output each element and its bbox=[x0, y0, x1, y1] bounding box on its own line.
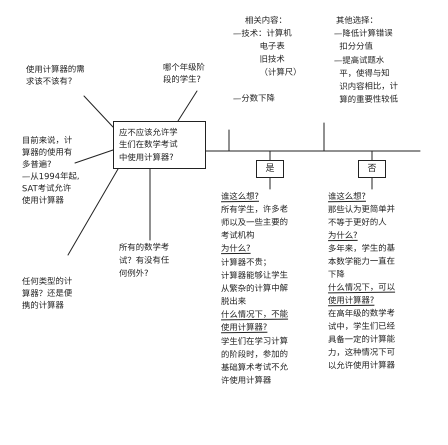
related-line: 旧技术 bbox=[232, 53, 285, 65]
center-question-box: 应不应该允许学 生们在数学考试 中使用计算器? bbox=[113, 121, 206, 169]
no-label: 否 bbox=[367, 164, 377, 174]
yes-box: 是 bbox=[256, 160, 284, 178]
branch-calc-type-line: 算器？还是便 bbox=[21, 287, 73, 299]
no-question: 什么情况下，可以 bbox=[327, 281, 396, 293]
other-line: —降低计算错误 bbox=[333, 27, 393, 39]
yes-question: 使用计算器? bbox=[220, 321, 268, 333]
branch-current-use-line: 多普遍? bbox=[21, 158, 52, 170]
yes-answer-line: 基础算术考试不允 bbox=[220, 361, 289, 373]
branch-current-use-line: 算器的使用有 bbox=[21, 146, 73, 158]
branch-all-exams-line: 何例外? bbox=[118, 267, 149, 279]
no-answer-line: 下降 bbox=[327, 268, 345, 280]
branch-current-use-line: SAT考试允许 bbox=[21, 182, 72, 194]
related-line: —技术：计算机 bbox=[232, 27, 292, 39]
no-answer-line: 试中，学生们已经 bbox=[327, 320, 396, 332]
yes-question: 谁这么想? bbox=[220, 190, 260, 202]
branch-calc-type-line: 任何类型的计 bbox=[21, 275, 73, 287]
branch-all-exams-line: 所有的数学考 bbox=[118, 241, 170, 253]
yes-answer-line: 许使用计算器 bbox=[220, 374, 272, 386]
no-answer-line: 力，这种情况下可 bbox=[327, 346, 396, 358]
related-line: —分数下降 bbox=[232, 92, 275, 104]
branch-need-line: 使用计算器的需 bbox=[25, 63, 85, 75]
no-answer-line: 本数学能力一直在 bbox=[327, 255, 396, 267]
other-line: —提高试题水 bbox=[333, 54, 385, 66]
yes-answer-line: 的阶段时，参加的 bbox=[220, 348, 289, 360]
no-question: 使用计算器? bbox=[327, 294, 375, 306]
other-line: 算的重要性较低 bbox=[333, 93, 399, 105]
related-title: 相关内容： bbox=[244, 14, 287, 26]
branch-which-grade-line: 段的学生? bbox=[162, 73, 202, 85]
branch-which-grade-line: 哪个年级阶 bbox=[162, 61, 205, 73]
other-line: 识内容相比，计 bbox=[333, 80, 399, 92]
connector-need bbox=[83, 95, 114, 128]
no-answer-line: 以允许使用计算器 bbox=[327, 359, 396, 371]
branch-calc-type-line: 携的计算器 bbox=[21, 299, 64, 311]
yes-answer-line: 所有学生，许多老 bbox=[220, 203, 289, 215]
yes-answer-line: 学生们在学习计算 bbox=[220, 335, 289, 347]
yes-label: 是 bbox=[265, 164, 275, 174]
branch-current-use-line: 目前来说，计 bbox=[21, 134, 73, 146]
related-line: （计算尺） bbox=[232, 66, 302, 78]
no-answer-line: 那些认为更简单并 bbox=[327, 203, 396, 215]
yes-answer-line: 师以及一些主要的 bbox=[220, 216, 289, 228]
yes-answer-line: 脱出来 bbox=[220, 295, 247, 307]
no-question: 为什么? bbox=[327, 229, 358, 241]
no-answer-line: 不等于更好的人 bbox=[327, 216, 387, 228]
branch-all-exams-line: 试？有没有任 bbox=[118, 254, 170, 266]
other-title: 其他选择： bbox=[335, 14, 378, 26]
connector-which-grade bbox=[177, 90, 198, 122]
yes-answer-line: 考试机构 bbox=[220, 229, 255, 241]
yes-answer-line: 计算器能够让学生 bbox=[220, 269, 289, 281]
branch-current-use-line: 使用计算器 bbox=[21, 194, 64, 206]
center-question-line: 中使用计算器? bbox=[118, 151, 174, 163]
connector-calc-type bbox=[67, 168, 119, 256]
no-answer-line: 多年来，学生的基 bbox=[327, 242, 396, 254]
no-box: 否 bbox=[358, 160, 386, 178]
connector-current-use bbox=[74, 149, 114, 164]
yes-answer-line: 计算器不贵； bbox=[220, 256, 272, 268]
no-answer-line: 具备一定的计算能 bbox=[327, 333, 396, 345]
center-question-line: 生们在数学考试 bbox=[118, 139, 178, 150]
yes-question: 为什么? bbox=[220, 242, 251, 254]
no-question: 谁这么想? bbox=[327, 190, 367, 202]
other-line: 扣分分值 bbox=[333, 40, 373, 52]
branch-need-line: 求该不该有? bbox=[25, 75, 73, 87]
other-line: 平，使得与知 bbox=[333, 67, 390, 79]
no-answer-line: 在高年级的数学考 bbox=[327, 307, 396, 319]
yes-answer-line: 从繁杂的计算中解 bbox=[220, 282, 289, 294]
related-line: 电子表 bbox=[232, 40, 285, 52]
yes-question: 什么情况下，不能 bbox=[220, 308, 289, 320]
